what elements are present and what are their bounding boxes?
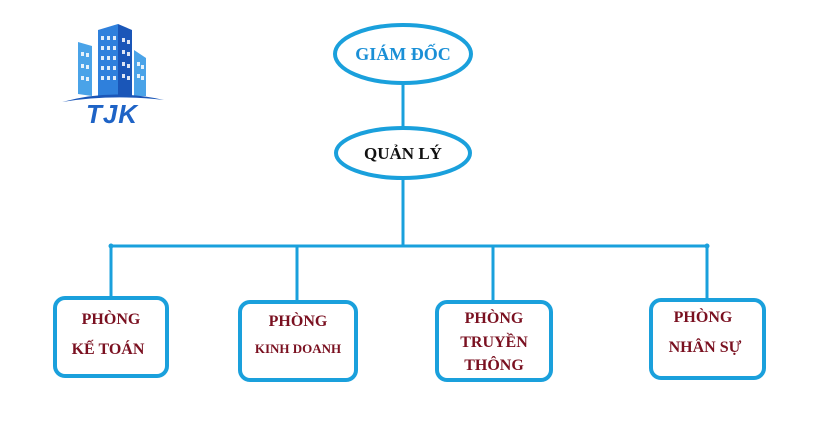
manager-node: QUẢN LÝ: [334, 126, 472, 180]
department-communications-line-3: THÔNG: [464, 355, 524, 374]
department-sales-line-2: KINH DOANH: [255, 341, 341, 356]
manager-label: QUẢN LÝ: [364, 144, 442, 163]
city-buildings-icon: [62, 24, 164, 102]
department-communications-node: PHÒNG TRUYỀN THÔNG: [435, 300, 553, 382]
connector-lines: [109, 83, 709, 302]
department-communications-line-2: TRUYỀN: [460, 332, 528, 351]
company-logo: TJK: [62, 24, 164, 129]
department-hr-line-1: PHÒNG: [674, 307, 733, 326]
department-sales-node: PHÒNG KINH DOANH: [238, 300, 358, 382]
department-accounting-node: PHÒNG KẾ TOÁN: [53, 296, 169, 378]
department-hr-node: PHÒNG NHÂN SỰ: [649, 298, 766, 380]
department-accounting-line-2: KẾ TOÁN: [72, 339, 145, 358]
department-accounting-line-1: PHÒNG: [82, 309, 141, 328]
director-label: GIÁM ĐỐC: [355, 43, 451, 64]
director-node: GIÁM ĐỐC: [333, 23, 473, 85]
department-hr-line-2: NHÂN SỰ: [669, 337, 742, 356]
department-sales-line-1: PHÒNG: [269, 311, 328, 330]
department-communications-line-1: PHÒNG: [465, 308, 524, 327]
logo-text: TJK: [86, 99, 139, 129]
